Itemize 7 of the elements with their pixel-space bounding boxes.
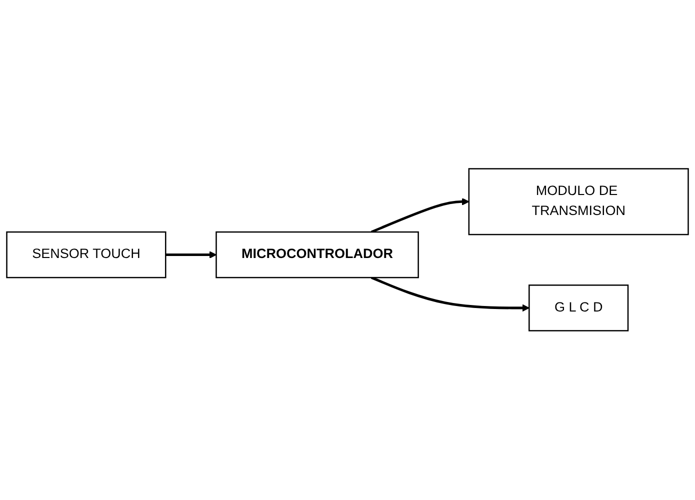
node-box: G L C D (528, 284, 629, 332)
arrow (166, 251, 217, 259)
node-box: SENSOR TOUCH (6, 232, 166, 278)
node-box: MICROCONTROLADOR (216, 232, 419, 278)
arrow (370, 198, 470, 234)
arrow (370, 276, 530, 312)
node-box: MODULO DE TRANSMISION (468, 168, 689, 236)
